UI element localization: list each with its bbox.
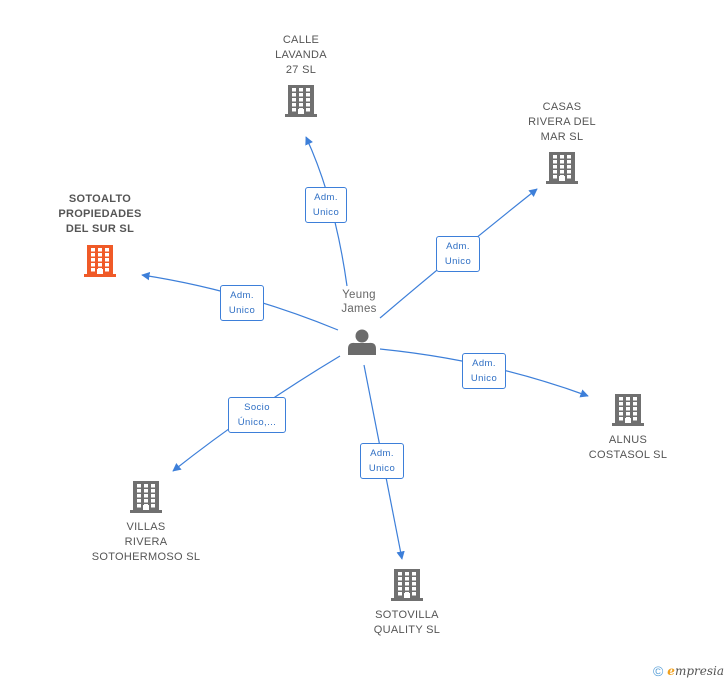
edge-label-line: Unico (470, 373, 498, 384)
building-icon-alnus[interactable] (612, 394, 644, 426)
company-label-line: RIVERA DEL (528, 116, 596, 128)
company-label-line: COSTASOL SL (588, 449, 668, 461)
edge-label-line: Unico (368, 463, 396, 474)
company-label-line: SOTOHERMOSO SL (91, 551, 201, 563)
company-label-line: SOTOVILLA (375, 609, 439, 621)
company-label-line: LAVANDA (275, 49, 327, 61)
edge-label-line: Adm. (446, 241, 470, 252)
copyright-icon: © (652, 663, 664, 679)
company-label-villas[interactable]: VILLAS RIVERA SOTOHERMOSO SL (81, 520, 211, 565)
edge-label-line: Único,... (237, 417, 277, 428)
edge-label-line: Adm. (370, 448, 394, 459)
building-icon-sotoalto[interactable] (84, 245, 116, 277)
company-label-alnus[interactable]: ALNUS COSTASOL SL (563, 433, 693, 463)
edge-label-calle[interactable]: Adm. Unico (305, 187, 347, 223)
empresia-logo[interactable]: empresia (667, 664, 724, 678)
company-label-line: SOTOALTO (68, 193, 132, 205)
company-label-sotovilla[interactable]: SOTOVILLA QUALITY SL (342, 608, 472, 638)
company-label-line: 27 SL (285, 64, 317, 76)
person-icon[interactable] (348, 329, 376, 356)
building-icon-casas[interactable] (546, 152, 578, 184)
edge-label-sotovilla[interactable]: Adm. Unico (360, 443, 404, 479)
company-label-line: PROPIEDADES (58, 208, 142, 220)
edge-label-line: Socio (244, 402, 270, 413)
edge-label-line: Unico (444, 256, 472, 267)
company-label-line: QUALITY SL (373, 624, 441, 636)
building-icon-sotovilla[interactable] (391, 569, 423, 601)
company-label-line: MAR SL (540, 131, 584, 143)
company-label-casas[interactable]: CASAS RIVERA DEL MAR SL (497, 100, 627, 145)
edge-label-line: Unico (228, 305, 256, 316)
edge-label-alnus[interactable]: Adm. Unico (462, 353, 506, 389)
company-label-line: CASAS (542, 101, 582, 113)
company-label-line: CALLE (282, 34, 320, 46)
footer: © empresia (653, 663, 724, 679)
company-label-line: ALNUS (608, 434, 648, 446)
edge-label-sotoalto[interactable]: Adm. Unico (220, 285, 264, 321)
company-label-line: VILLAS (126, 521, 166, 533)
edge-label-line: Adm. (472, 358, 496, 369)
building-icon-villas[interactable] (130, 481, 162, 513)
edge-label-line: Adm. (314, 192, 338, 203)
company-label-line: DEL SUR SL (65, 223, 135, 235)
edge-label-line: Unico (312, 207, 340, 218)
edge-label-casas[interactable]: Adm. Unico (436, 236, 480, 272)
company-label-calle[interactable]: CALLE LAVANDA 27 SL (236, 33, 366, 78)
edge-label-line: Adm. (230, 290, 254, 301)
person-label-line: Yeung (342, 289, 376, 301)
person-label-line: James (341, 303, 377, 315)
company-label-line: RIVERA (124, 536, 168, 548)
building-icon-calle[interactable] (285, 85, 317, 117)
company-label-sotoalto[interactable]: SOTOALTO PROPIEDADES DEL SUR SL (35, 192, 165, 237)
